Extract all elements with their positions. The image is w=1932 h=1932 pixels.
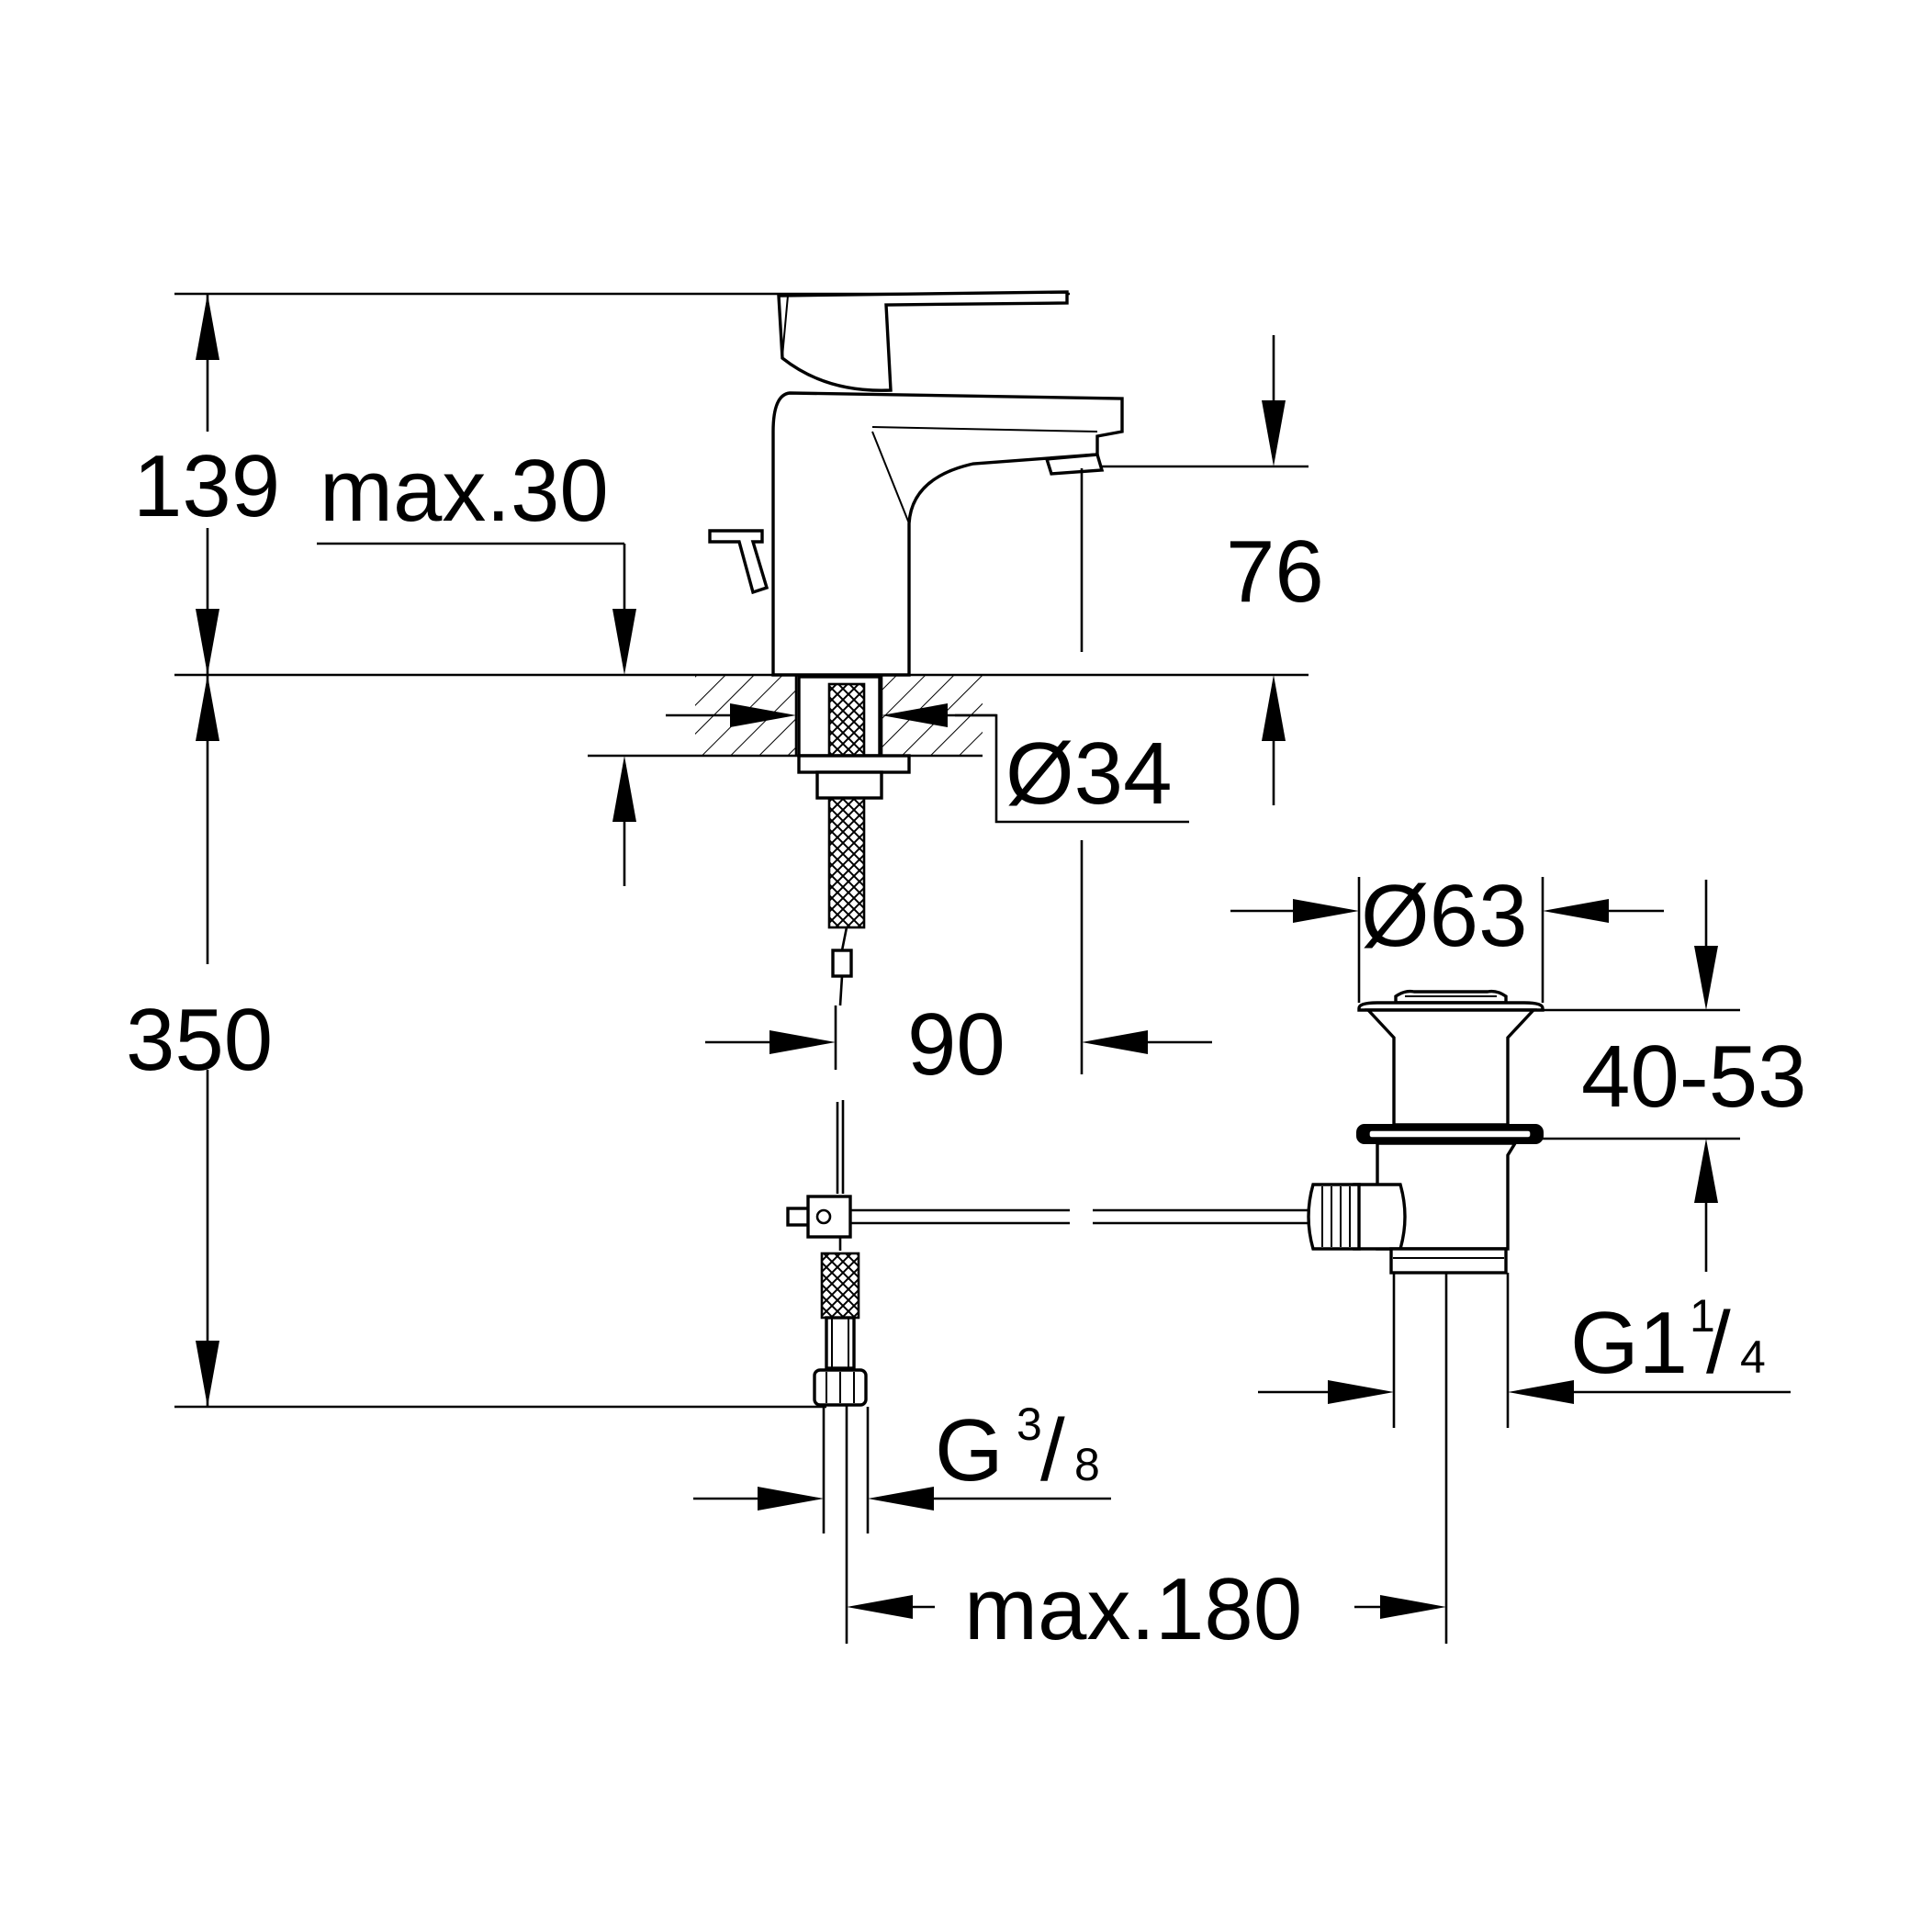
arrow-up <box>1262 675 1286 741</box>
arrow-up <box>612 756 636 822</box>
dim-max180-group: max.180 <box>845 1253 1448 1658</box>
arrow-right <box>1293 899 1359 923</box>
dim-label-max180: max.180 <box>964 1560 1302 1658</box>
lever-detail <box>781 295 789 357</box>
arrow-right <box>730 703 796 727</box>
mount-nut <box>815 770 883 800</box>
popup-rod-assembly <box>786 1100 1309 1533</box>
dim-63-group: Ø63 <box>1230 867 1664 1003</box>
faucet-aerator <box>1044 453 1105 476</box>
arrow-up <box>196 294 219 360</box>
arrow-right <box>1380 1595 1446 1619</box>
dim-label-76: 76 <box>1226 522 1324 621</box>
waste-flange <box>1357 1001 1544 1012</box>
arrow-right <box>1328 1380 1394 1404</box>
dim-label-34: Ø34 <box>1005 724 1172 823</box>
dim-height-group: 139 350 <box>126 292 1309 1409</box>
dim-label-g114-slash: / <box>1706 1294 1731 1392</box>
rod-clamp-block <box>806 1195 852 1239</box>
popup-knob <box>708 529 769 595</box>
dim-g38-group: G 3 / 8 <box>693 1398 1111 1511</box>
dim-label-g114-num: 1 <box>1690 1290 1715 1342</box>
dim-label-63: Ø63 <box>1361 867 1527 965</box>
faucet <box>708 290 1124 677</box>
arrow-down <box>196 1341 219 1407</box>
clamp-screw <box>815 1208 832 1225</box>
mounting-assembly <box>797 675 911 1006</box>
dim-90-group: 90 <box>705 468 1212 1094</box>
body-shadow-line <box>871 431 910 524</box>
dim-label-g38-den: 8 <box>1074 1439 1100 1490</box>
waste-assembly <box>1307 989 1544 1428</box>
dim-34-group: Ø34 <box>666 703 1189 824</box>
hose-mesh-lower <box>820 1252 860 1320</box>
arrow-down <box>1694 946 1718 1010</box>
hose-ferrule <box>825 1316 856 1370</box>
arrow-right <box>769 1030 836 1054</box>
dim-label-139: 139 <box>133 437 280 535</box>
dim-label-max30: max.30 <box>320 442 609 540</box>
dim-label-90: 90 <box>907 995 1005 1094</box>
arrow-left <box>882 703 948 727</box>
dim-label-4053: 40-53 <box>1581 1028 1807 1126</box>
hose-tip <box>838 975 844 1006</box>
waste-locknut-inner <box>1366 1128 1533 1140</box>
waste-side-port <box>1353 1183 1407 1251</box>
dim-label-g38-slash: / <box>1040 1401 1065 1500</box>
arrow-up <box>196 675 219 741</box>
faucet-body <box>771 391 1124 677</box>
dim-label-350: 350 <box>126 991 273 1089</box>
waste-thread-ring <box>1389 1247 1508 1275</box>
dim-label-g114-den: 4 <box>1740 1331 1766 1383</box>
hose-mesh-upper <box>827 682 866 929</box>
hose-connector <box>831 949 853 978</box>
arrow-left <box>1082 1030 1148 1054</box>
arrow-down <box>1262 400 1286 466</box>
hose-end <box>840 927 848 951</box>
dim-76-group: 76 <box>1093 335 1324 805</box>
waste-side-knob <box>1307 1183 1361 1251</box>
arrow-left <box>847 1595 913 1619</box>
arrow-down <box>196 609 219 675</box>
arrow-down <box>612 609 636 675</box>
dim-label-g38-main: G <box>935 1401 1004 1500</box>
arrow-left <box>1508 1380 1574 1404</box>
body-inner-line <box>871 426 1098 432</box>
waste-upper-body <box>1365 1008 1537 1127</box>
arrow-up <box>1694 1139 1718 1203</box>
arrow-left <box>1543 899 1609 923</box>
leader-34 <box>955 713 1189 824</box>
dim-label-g114-main: G1 <box>1570 1294 1688 1392</box>
dim-label-g38-num: 3 <box>1017 1398 1042 1450</box>
mount-plate <box>797 754 911 774</box>
arrow-left <box>868 1487 934 1511</box>
dim-4053-group: 40-53 <box>1524 880 1807 1272</box>
arrow-right <box>758 1487 824 1511</box>
faucet-lever <box>777 290 1069 392</box>
dim-g114-group: G1 1 / 4 <box>1258 1290 1791 1404</box>
